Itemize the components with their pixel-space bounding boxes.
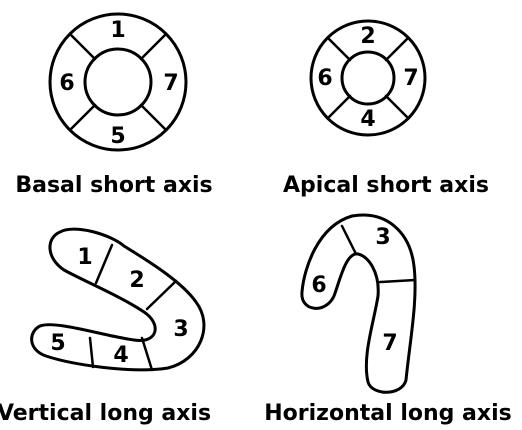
- basal-segment-bottom-label: 5: [110, 124, 125, 149]
- horizontal-segment-3-label: 3: [375, 225, 390, 250]
- horizontal-long-axis-diagram: 3 6 7 Horizontal long axis: [264, 215, 511, 426]
- apical-segment-bottom-label: 4: [360, 107, 375, 132]
- apical-short-axis-diagram: 2 6 7 4 Apical short axis: [283, 21, 489, 198]
- vertical-long-axis-caption: Vertical long axis: [0, 401, 211, 426]
- basal-segment-left-label: 6: [59, 71, 74, 96]
- horizontal-long-axis-caption: Horizontal long axis: [264, 401, 511, 426]
- vertical-segment-4-label: 4: [113, 343, 128, 368]
- vertical-long-axis-diagram: 1 2 3 4 5 Vertical long axis: [0, 229, 211, 426]
- apical-short-axis-caption: Apical short axis: [283, 173, 489, 198]
- vertical-segment-2-label: 2: [129, 268, 144, 293]
- basal-short-axis-diagram: 1 6 7 5 Basal short axis: [15, 14, 212, 198]
- horizontal-segment-7-label: 7: [382, 331, 397, 356]
- apical-segment-top-label: 2: [360, 24, 375, 49]
- basal-short-axis-caption: Basal short axis: [15, 173, 212, 198]
- basal-segment-right-label: 7: [163, 71, 178, 96]
- vertical-segment-1-label: 1: [77, 245, 92, 270]
- basal-segment-top-label: 1: [110, 18, 125, 43]
- apical-segment-left-label: 6: [317, 66, 332, 91]
- vertical-segment-5-label: 5: [50, 331, 65, 356]
- horizontal-segment-6-label: 6: [311, 273, 326, 298]
- apical-segment-right-label: 7: [403, 66, 418, 91]
- horizontal-long-axis-outline: [302, 215, 415, 392]
- vertical-segment-3-label: 3: [173, 317, 188, 342]
